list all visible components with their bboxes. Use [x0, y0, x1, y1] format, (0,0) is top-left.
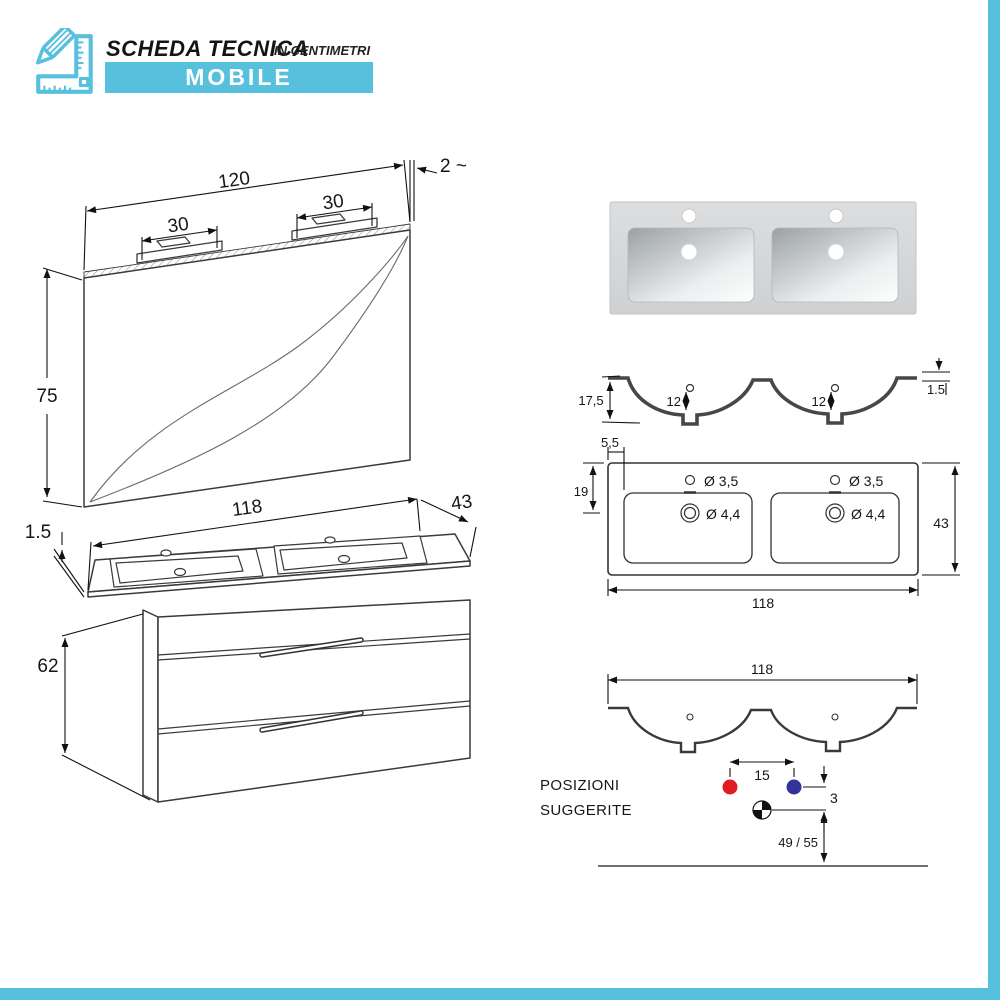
plan-drain-dia-left-label: Ø 4,4 [706, 506, 740, 522]
mirror-light-right-label: 30 [321, 191, 345, 215]
plan-side-offset-label: 5,5 [601, 435, 619, 450]
render-drain-holes [680, 243, 845, 261]
drain-centroid-symbol [752, 800, 772, 820]
front-section-view: 118 POSIZIONI SUGGERITE 15 3 49 / 55 [540, 661, 928, 867]
cabinet-depth-label: 43 [450, 491, 474, 515]
mirror-width-label: 120 [217, 168, 251, 193]
plan-width-label: 118 [752, 595, 775, 611]
drawer-handle-bottom [259, 710, 364, 733]
floor-height-label: 49 / 55 [778, 835, 818, 850]
mirror-drawing: 120 2 ~ 30 30 75 [36, 156, 467, 508]
right-accent-strip [988, 0, 1000, 1000]
position-dimensions [729, 758, 828, 862]
mirror-dimensions [43, 159, 438, 508]
section-height-label: 17,5 [578, 393, 603, 408]
basin-section-view: 17,5 12 12 1.5 [578, 358, 950, 426]
product-type-label: MOBILE [185, 64, 293, 90]
cabinet-width-label: 118 [231, 496, 264, 521]
plan-faucet-dia-left-label: Ø 3,5 [704, 473, 738, 489]
mirror-light-left-label: 30 [166, 214, 190, 238]
sheet-title: SCHEDA TECNICA [106, 36, 309, 61]
basin-section-profile [608, 376, 917, 426]
header: SCHEDA TECNICA IN CENTIMETRI MOBILE [0, 0, 1000, 120]
mirror-wave-decor [89, 235, 409, 503]
section-dimensions [601, 358, 950, 424]
front-width-dimension [607, 674, 918, 704]
ruler-pencil-icon [35, 28, 93, 94]
bottom-accent-strip [0, 988, 1000, 1000]
drain-drop-label: 3 [830, 790, 838, 806]
mirror-outline [83, 223, 411, 508]
mirror-thickness-label: 2 ~ [440, 156, 467, 177]
plan-faucet-dia-right-label: Ø 3,5 [849, 473, 883, 489]
faucet-position-dot-blue [786, 779, 802, 795]
drawer-handle-top [259, 637, 364, 658]
mirror-height-label: 75 [36, 386, 57, 407]
plan-drain-offset-label: 19 [574, 484, 588, 499]
positions-caption-line1: POSIZIONI [540, 777, 619, 794]
plan-dimensions [583, 447, 960, 596]
washbasin-render-top-view [609, 201, 917, 315]
cabinet-drawing: 118 43 1.5 62 [25, 491, 477, 803]
cabinet-top-thickness-label: 1.5 [25, 522, 51, 543]
front-section-profile [608, 706, 917, 754]
cabinet-basin-top [87, 533, 471, 598]
product-type-banner: MOBILE [105, 62, 373, 93]
faucet-position-dot-red [722, 779, 738, 795]
section-depth-left-label: 12 [667, 394, 681, 409]
cabinet-carcass [142, 599, 471, 803]
section-depth-right-label: 12 [812, 394, 826, 409]
cabinet-height-label: 62 [37, 656, 58, 677]
positions-caption-line2: SUGGERITE [540, 802, 632, 819]
basin-plan-view: 5,5 19 Ø 3,5 Ø 3,5 Ø 4,4 Ø 4,4 43 118 [574, 435, 960, 611]
sheet-subtitle: IN CENTIMETRI [274, 43, 371, 58]
cabinet-dimensions [54, 496, 477, 801]
section-rim-label: 1.5 [927, 382, 945, 397]
plan-drain-dia-right-label: Ø 4,4 [851, 506, 885, 522]
front-width-label: 118 [751, 661, 774, 677]
render-faucet-holes [681, 208, 844, 224]
plan-depth-label: 43 [933, 515, 949, 531]
hole-spacing-label: 15 [754, 767, 770, 783]
